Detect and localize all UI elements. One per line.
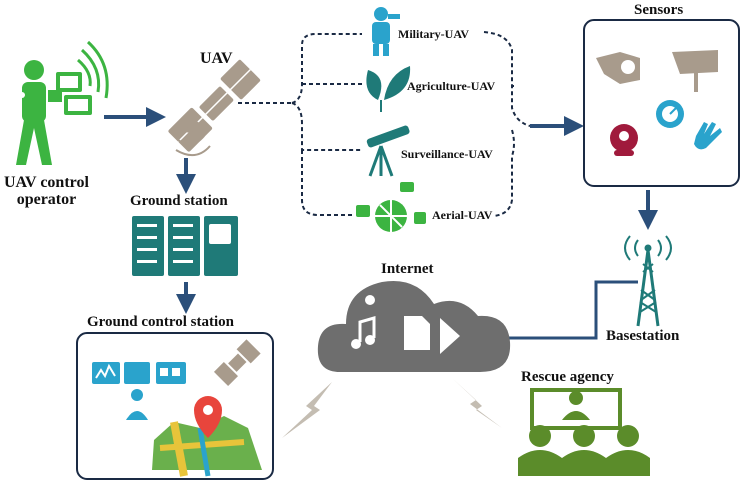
uav-label: UAV <box>200 50 233 67</box>
leaves-icon <box>366 66 411 112</box>
sensor-set-icon <box>596 50 722 156</box>
basestation-label: Basestation <box>606 328 680 344</box>
sensors-label: Sensors <box>634 2 684 18</box>
military-label: Military-UAV <box>398 27 470 41</box>
telescope-icon <box>366 125 410 177</box>
media-cloud-icon <box>317 280 511 372</box>
monitor-map-icon <box>92 339 262 477</box>
sensors-box <box>583 19 740 187</box>
base-to-internet-arrow <box>491 280 638 344</box>
surveillance-label: Surveillance-UAV <box>401 147 493 161</box>
uav-type-branches <box>238 31 531 217</box>
rescue-link-lightning <box>452 378 502 428</box>
map-transport-icon <box>356 182 426 232</box>
operator-label: UAV control operator <box>4 174 89 208</box>
gcs-box <box>76 332 274 480</box>
agriculture-label: Agriculture-UAV <box>407 79 496 93</box>
gcs-label: Ground control station <box>87 314 234 330</box>
person-with-radio-icon <box>16 40 109 165</box>
internet-label: Internet <box>381 261 434 277</box>
gcs-link-lightning <box>282 382 332 438</box>
aerial-label: Aerial-UAV <box>432 208 493 222</box>
team-icon <box>518 388 650 476</box>
soldier-icon <box>372 7 400 56</box>
radio-tower-icon <box>624 235 672 327</box>
satellite-drone-icon <box>168 59 261 157</box>
ground-station-label: Ground station <box>130 193 228 209</box>
server-rack-icon <box>132 216 238 276</box>
rescue-label: Rescue agency <box>521 369 614 385</box>
